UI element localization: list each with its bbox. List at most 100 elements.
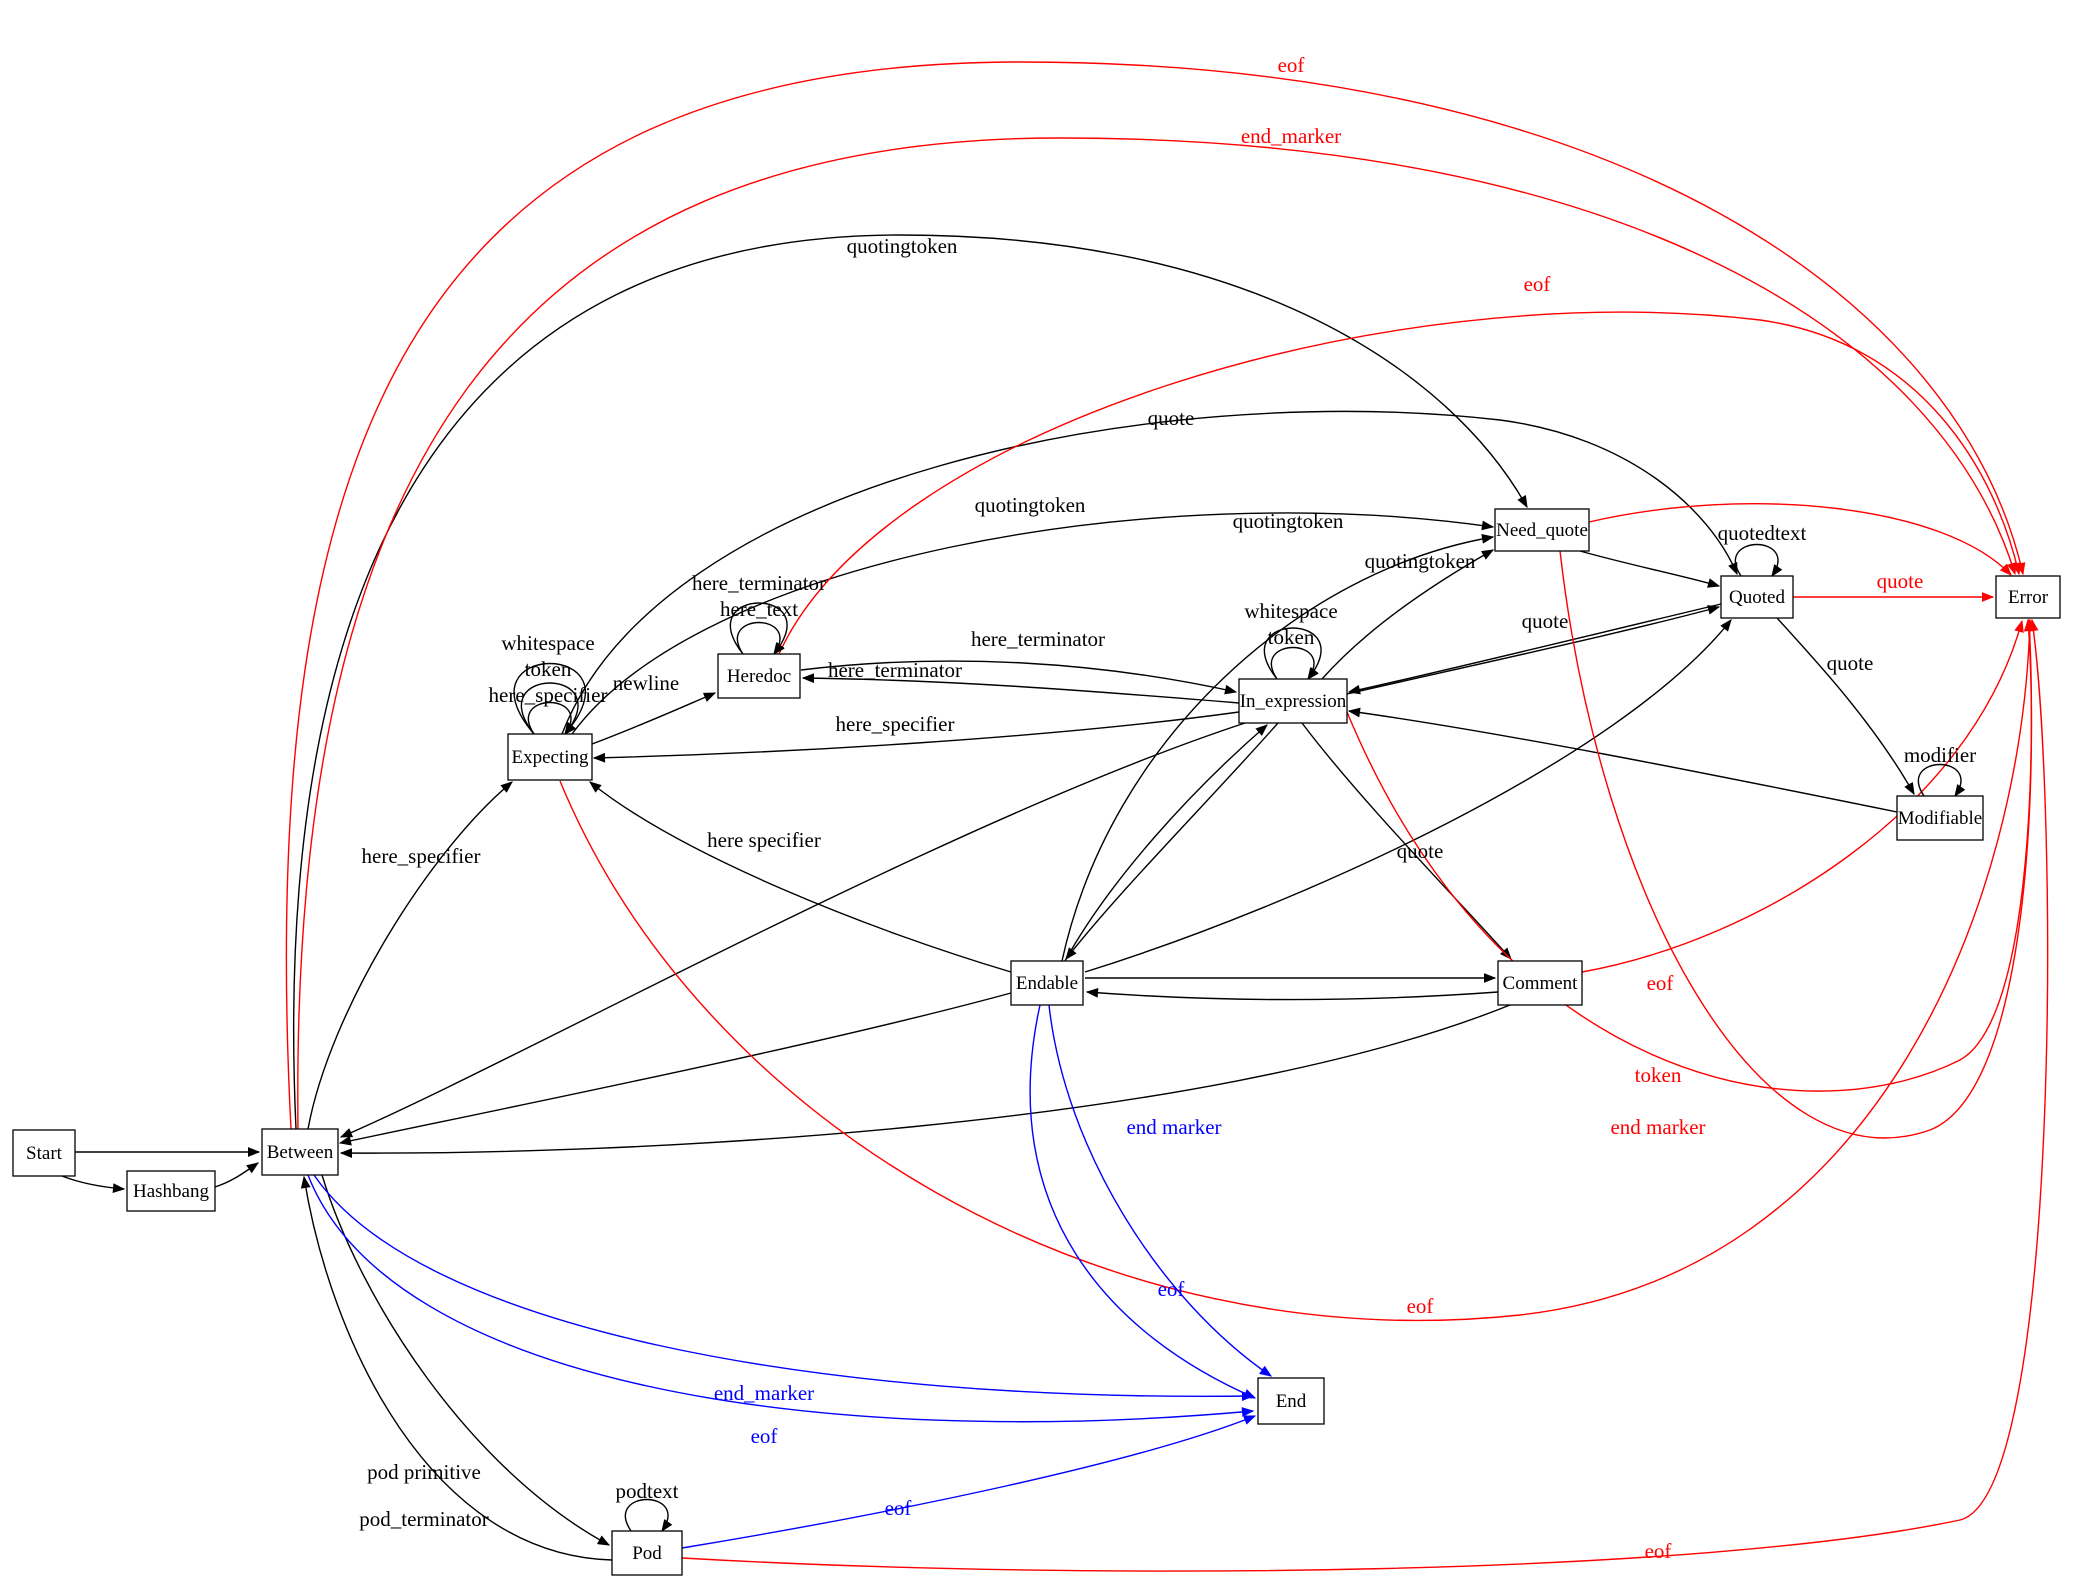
self-loop-modifiable-label: modifier [1904, 743, 1976, 767]
edge-quoted-error-quote-label: quote [1877, 569, 1924, 593]
edge-between-expecting-here_specifier-label: here_specifier [362, 844, 481, 868]
node-endable-box [1010, 960, 1084, 1006]
self-loop-quoted-label: quotedtext [1718, 521, 1807, 545]
edge-in_expression-expecting-here_specifier [592, 711, 1240, 763]
edge-in_expression-need_quote-quotingtoken-label: quotingtoken [1365, 549, 1476, 573]
self-loop-quoted-quotedtext [1734, 543, 1783, 578]
node-heredoc-box [717, 653, 801, 699]
edge-in_expression-quoted-quote [1346, 605, 1721, 695]
edge-between-end-end_marker-label: end_marker [714, 1381, 814, 1405]
edge-in_expression-need_quote-quotingtoken [1321, 549, 1495, 680]
edge-quoted-in_expression [1347, 603, 1722, 695]
self-loop-heredoc-label: here_text [720, 597, 798, 621]
node-need_quote-box [1494, 508, 1590, 552]
edge-expecting-quoted-quote [561, 410, 1738, 735]
edge-in_expression-heredoc-here_terminator [801, 673, 1240, 704]
node-between-label: Between [267, 1142, 334, 1163]
edge-between-expecting-here_specifier [307, 781, 513, 1130]
node-expecting-box [507, 733, 593, 781]
node-endable: Endable [1010, 960, 1084, 1006]
edge-expecting-heredoc-newline [591, 692, 717, 745]
edge-expecting-error-eof-label: eof [1407, 1294, 1434, 1318]
edge-expecting-need_quote-quotingtoken [571, 512, 1495, 735]
edge-comment-error-eof-label: eof [1647, 971, 1674, 995]
edge-heredoc-in_expression-here_terminator [800, 660, 1238, 695]
edge-expecting-heredoc-newline-label: newline [613, 671, 679, 695]
node-in_expression-box [1238, 678, 1348, 724]
edge-pod-error-eof [681, 618, 2049, 1572]
edge-comment-between [339, 1004, 1511, 1158]
node-in_expression: In_expression [1238, 678, 1348, 724]
node-error-box [1995, 575, 2061, 619]
self-loop-expecting-here_specifier [527, 701, 576, 736]
edge-in_expression-between [339, 722, 1246, 1138]
edge-in_expression-comment [1301, 722, 1512, 960]
edge-need_quote-quoted [1579, 550, 1721, 588]
edge-in_expression-expecting-here_specifier-label: here_specifier [836, 712, 955, 736]
self-loop-expecting-token [520, 682, 579, 735]
edge-comment-endable [1085, 987, 1499, 1001]
edge-between-end-end_marker [313, 1174, 1255, 1402]
node-pod: Pod [611, 1530, 683, 1576]
self-loop-heredoc-here_terminator [729, 602, 788, 655]
self-loop-expecting-label: token [525, 657, 572, 681]
edge-in_expression-error-token-label: token [1635, 1063, 1682, 1087]
edge-between-need_quote-quotingtoken [292, 234, 1528, 1130]
self-loop-in_expression-whitespace [1263, 627, 1322, 680]
self-loop-in_expression-label: token [1268, 625, 1315, 649]
node-end-box [1257, 1377, 1325, 1425]
node-need_quote-label: Need_quote [1496, 520, 1588, 541]
edge-between-need_quote-quotingtoken-label: quotingtoken [847, 234, 958, 258]
edge-between-error-end_marker [297, 137, 2017, 1130]
edge-quoted-modifiable-quote-label: quote [1827, 651, 1874, 675]
self-loop-expecting-whitespace [513, 662, 587, 735]
edges-layer [61, 61, 2049, 1572]
edge-pod-between-pod_terminator-label: pod_terminator [359, 1507, 488, 1531]
edge-heredoc-error-eof-label: eof [1524, 272, 1551, 296]
node-error-label: Error [2008, 587, 2049, 608]
edge-between-error-eof-label: eof [1278, 53, 1305, 77]
edge-pod-end-eof [681, 1415, 1257, 1549]
edge-heredoc-error-eof [778, 311, 2022, 655]
node-end-label: End [1276, 1391, 1307, 1412]
self-loop-pod-label: podtext [616, 1479, 679, 1503]
self-loop-heredoc-here_text [736, 621, 785, 656]
node-hashbang-box [126, 1170, 216, 1212]
node-quoted-box [1720, 575, 1794, 619]
node-heredoc: Heredoc [717, 653, 801, 699]
node-quoted-label: Quoted [1729, 587, 1785, 608]
edge-comment-error-eof [1581, 619, 2024, 973]
edge-in_expression-heredoc-here_terminator-label: here_terminator [828, 658, 962, 682]
nodes-layer: StartHashbangBetweenExpectingHeredocIn_e… [12, 508, 2061, 1576]
node-start: Start [12, 1129, 76, 1177]
edge-pod-error-eof-label: eof [1645, 1539, 1672, 1563]
node-comment-label: Comment [1503, 973, 1579, 994]
edge-pod-end-eof-label: eof [885, 1496, 912, 1520]
edge-need_quote-error [1588, 503, 2012, 576]
self-loop-heredoc-label: here_terminator [692, 571, 826, 595]
node-in_expression-label: In_expression [1240, 691, 1347, 712]
edge-pod-between-pod_terminator [300, 1175, 613, 1561]
edge-between-error-eof [285, 61, 2026, 1130]
edge-endable-between [338, 992, 1012, 1146]
self-loop-pod-podtext [624, 1498, 673, 1533]
edge-endable-need_quote-quotingtoken [1061, 534, 1495, 962]
edge-between-end-eof [307, 1174, 1255, 1423]
edge-endable-in_expression [1064, 724, 1268, 962]
edge-need_quote-error-end_marker-label: end marker [1610, 1115, 1705, 1139]
node-start-box [12, 1129, 76, 1177]
self-loops-layer [513, 543, 1966, 1533]
node-quoted: Quoted [1720, 575, 1794, 619]
node-modifiable-label: Modifiable [1898, 808, 1982, 829]
self-loop-in_expression-token [1270, 646, 1319, 681]
edge-heredoc-in_expression-here_terminator-label: here_terminator [971, 627, 1105, 651]
node-comment: Comment [1497, 960, 1583, 1006]
edge-hashbang-between [214, 1162, 260, 1188]
edge-in_expression-quoted-quote-label: quote [1522, 609, 1569, 633]
edge-in_expression-endable [1065, 722, 1279, 960]
node-pod-label: Pod [632, 1543, 662, 1564]
self-loop-in_expression-label: whitespace [1244, 599, 1337, 623]
edge-endable-end-end_marker-label: end marker [1126, 1115, 1221, 1139]
